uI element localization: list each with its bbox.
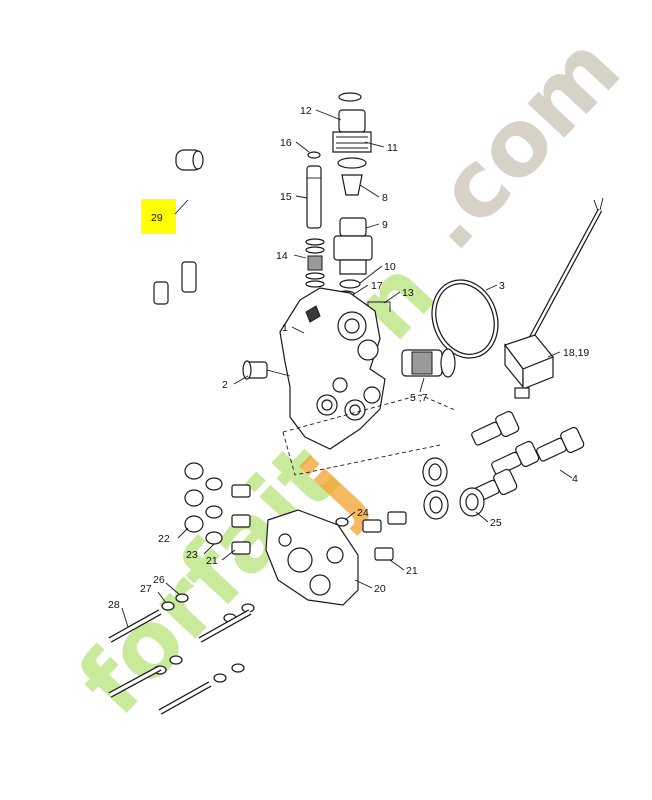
part-5-7-cartridge bbox=[401, 348, 456, 378]
part-25-seals bbox=[422, 457, 485, 520]
label-22: 22 bbox=[158, 533, 170, 545]
part-26-washers bbox=[169, 593, 255, 673]
part-10-oring bbox=[339, 279, 361, 289]
label-3: 3 bbox=[499, 280, 505, 292]
leader-lines bbox=[121, 109, 573, 628]
label-10: 10 bbox=[384, 261, 396, 273]
label-27: 27 bbox=[140, 583, 152, 595]
label-21-right: 21 bbox=[406, 565, 418, 577]
label-16: 16 bbox=[280, 137, 292, 149]
label-21-left: 21 bbox=[206, 555, 218, 567]
label-24: 24 bbox=[357, 507, 369, 519]
label-18-19: 18,19 bbox=[563, 347, 589, 359]
part-9-plug bbox=[333, 217, 373, 275]
part-15-piston bbox=[306, 165, 322, 229]
assembly-guide-upper bbox=[282, 394, 456, 433]
label-15: 15 bbox=[280, 191, 292, 203]
part-16-oring bbox=[307, 151, 321, 159]
label-20: 20 bbox=[374, 583, 386, 595]
label-26: 26 bbox=[153, 574, 165, 586]
label-9: 9 bbox=[382, 219, 388, 231]
part-8-seat bbox=[337, 157, 367, 196]
part-4-fittings bbox=[469, 410, 585, 504]
label-23: 23 bbox=[186, 549, 198, 561]
part-1-pump-body bbox=[279, 287, 386, 450]
part-11-valve-body bbox=[332, 109, 372, 153]
label-14: 14 bbox=[276, 250, 288, 262]
label-11: 11 bbox=[387, 142, 398, 154]
label-12: 12 bbox=[300, 105, 312, 117]
part-labels: 12 11 16 8 15 9 14 10 17 13 3 1 18,19 2 … bbox=[108, 105, 589, 611]
part-29-hose bbox=[153, 149, 211, 353]
part-21-valves-right bbox=[362, 511, 407, 561]
part-2-plug bbox=[242, 360, 291, 380]
label-28: 28 bbox=[108, 599, 120, 611]
label-1: 1 bbox=[282, 322, 288, 334]
part-20-head bbox=[265, 509, 359, 606]
assembly-guide-lower bbox=[282, 431, 441, 476]
label-5-7: 5 ,7 bbox=[410, 392, 428, 404]
label-17: 17 bbox=[371, 280, 383, 292]
label-29-highlight bbox=[141, 199, 176, 234]
part-23-orings bbox=[205, 477, 223, 545]
label-25: 25 bbox=[490, 517, 502, 529]
watermark-suffix: .com bbox=[393, 15, 641, 270]
label-2: 2 bbox=[222, 379, 228, 391]
label-4: 4 bbox=[572, 473, 578, 485]
label-13: 13 bbox=[402, 287, 414, 299]
part-21-valves-left bbox=[231, 484, 251, 555]
part-3-oring bbox=[431, 279, 499, 359]
label-29: 29 bbox=[151, 212, 163, 224]
label-8: 8 bbox=[382, 192, 388, 204]
part-14-spring-set bbox=[305, 238, 325, 288]
part-28-bolts bbox=[108, 609, 252, 715]
part-12-oring bbox=[338, 92, 362, 102]
part-22-seals bbox=[184, 462, 204, 533]
part-18-19-switch bbox=[504, 197, 604, 399]
